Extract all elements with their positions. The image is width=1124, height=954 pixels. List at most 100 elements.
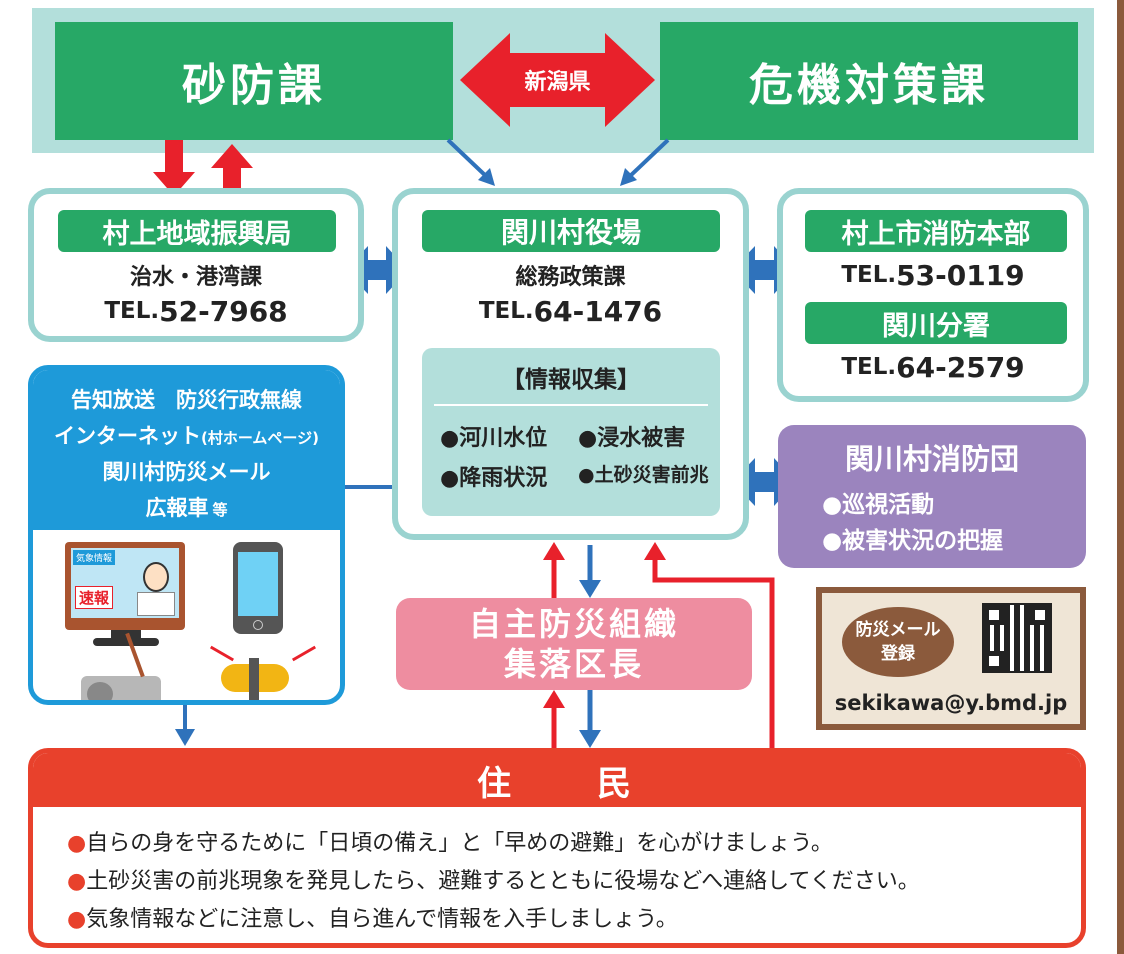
- mail-badge: 防災メール 登録: [842, 607, 954, 677]
- info-item-text: ●土砂災害前兆: [578, 464, 709, 486]
- fire-corps-box: 関川村消防団 ●巡視活動 ●被害状況の把握: [778, 425, 1086, 568]
- broadcast-line: インターネット(村ホームページ): [33, 420, 340, 450]
- tel-number: 52-7968: [159, 294, 288, 328]
- info-item: ●土砂災害前兆: [578, 460, 709, 487]
- qr-code-icon: [982, 603, 1052, 673]
- broadcast-line-text: 関川村防災メール: [102, 460, 271, 484]
- info-collection-title: 【情報収集】: [422, 362, 720, 393]
- fire-corps-title-text: 関川村消防団: [844, 442, 1019, 476]
- residents-item: ●土砂災害の前兆現象を発見したら、避難するとともに役場などへ連絡してください。: [67, 863, 920, 895]
- sekikawa-village-dept-text: 総務政策課: [515, 265, 626, 290]
- sekikawa-village-tel: TEL.64-1476: [398, 292, 743, 330]
- info-item: ●河川水位: [440, 420, 547, 452]
- blue-diagonal-arrow-right: [620, 168, 637, 186]
- broadcast-line-text: 広報車: [145, 496, 209, 520]
- sekikawa-village-box: 関川村役場 総務政策課 TEL.64-1476 【情報収集】 ●河川水位 ●浸水…: [392, 188, 749, 540]
- community-line1: 自主防災組織: [468, 605, 679, 643]
- tel-number: 64-2579: [896, 350, 1025, 384]
- residents-item: ●自らの身を守るために「日頃の備え」と「早めの避難」を心がけましょう。: [67, 825, 833, 857]
- mail-box: 防災メール 登録 sekikawa@y.bmd.jp: [816, 587, 1086, 730]
- mail-address-text[interactable]: sekikawa@y.bmd.jp: [834, 691, 1068, 715]
- niigata-ken-label: 新潟県: [510, 62, 605, 98]
- tel-prefix: TEL.: [104, 298, 160, 324]
- residents-item-text: 土砂災害の前兆現象を発見したら、避難するとともに役場などへ連絡してください。: [86, 869, 920, 894]
- residents-item: ●気象情報などに注意し、自ら進んで情報を入手しましょう。: [67, 901, 678, 933]
- red-up-arrow: [211, 144, 253, 196]
- community-line2: 集落区長: [503, 645, 644, 683]
- murakami-chiiki-dept: 治水・港湾課: [34, 260, 358, 290]
- branch-title-text: 関川分署: [882, 310, 990, 342]
- fire-hq-title-text: 村上市消防本部: [841, 218, 1031, 250]
- smartphone-icon: [233, 542, 283, 634]
- info-collection-panel: 【情報収集】 ●河川水位 ●浸水被害 ●降雨状況 ●土砂災害前兆: [422, 348, 720, 516]
- tel-number: 53-0119: [896, 258, 1025, 292]
- residents-item-text: 自らの身を守るために「日頃の備え」と「早めの避難」を心がけましょう。: [86, 831, 833, 856]
- info-item-text: ●浸水被害: [578, 426, 686, 451]
- fire-corps-item-text: ●巡視活動: [822, 492, 935, 518]
- residents-box: 住 民 ●自らの身を守るために「日頃の備え」と「早めの避難」を心がけましょう。 …: [28, 748, 1086, 948]
- broadcast-line-text: 告知放送 防災行政無線: [71, 388, 302, 412]
- page-edge-border: [1117, 0, 1124, 954]
- broadcast-line: 関川村防災メール: [33, 456, 340, 486]
- loudspeaker-icon: [221, 658, 295, 700]
- branch-tel: TEL.64-2579: [783, 348, 1083, 386]
- broadcast-line: 告知放送 防災行政無線: [33, 384, 340, 414]
- mail-badge-text: 防災メール 登録: [855, 620, 941, 664]
- sekikawa-village-title: 関川村役場: [422, 210, 720, 252]
- fire-corps-item: ●巡視活動: [822, 485, 934, 519]
- mail-address[interactable]: sekikawa@y.bmd.jp: [822, 685, 1080, 721]
- sabo-ka-box: 砂防課: [55, 22, 453, 140]
- murakami-chiiki-dept-text: 治水・港湾課: [129, 265, 262, 290]
- info-collection-title-text: 【情報収集】: [502, 367, 640, 393]
- tv-base: [93, 638, 159, 646]
- blue-diagonal-arrow-left: [478, 168, 495, 186]
- fire-corps-item: ●被害状況の把握: [822, 521, 1003, 555]
- fire-corps-item-text: ●被害状況の把握: [822, 528, 1004, 554]
- bullet-icon: ●: [67, 907, 87, 932]
- residents-item-text: 気象情報などに注意し、自ら進んで情報を入手しましょう。: [86, 907, 678, 932]
- info-item: ●浸水被害: [578, 420, 685, 452]
- info-item: ●降雨状況: [440, 460, 547, 492]
- tel-number: 64-1476: [533, 294, 663, 328]
- murakami-chiiki-title: 村上地域振興局: [58, 210, 336, 252]
- sabo-ka-label: 砂防課: [182, 60, 326, 111]
- radio-icon: [81, 676, 161, 700]
- kiki-taisaku-ka-label: 危機対策課: [749, 60, 989, 111]
- branch-title: 関川分署: [805, 302, 1067, 344]
- broadcast-line: 広報車等: [33, 492, 340, 522]
- info-divider: [434, 404, 708, 406]
- tv-weather-text: 気象情報: [76, 554, 113, 564]
- tv-weather-label: 気象情報: [73, 550, 116, 565]
- sekikawa-village-title-text: 関川村役場: [500, 216, 641, 249]
- broadcast-header: 告知放送 防災行政無線 インターネット(村ホームページ) 関川村防災メール 広報…: [33, 370, 340, 530]
- info-item-text: ●降雨状況: [440, 466, 548, 491]
- broadcast-line-text: インターネット: [54, 424, 202, 448]
- tel-prefix: TEL.: [841, 262, 897, 288]
- murakami-chiiki-title-text: 村上地域振興局: [102, 218, 292, 250]
- broadcast-line-text: (村ホームページ): [201, 429, 319, 447]
- bullet-icon: ●: [67, 831, 87, 856]
- kiki-taisaku-ka-box: 危機対策課: [660, 22, 1078, 140]
- red-down-arrow: [153, 140, 195, 196]
- sekikawa-village-dept: 総務政策課: [398, 260, 743, 290]
- residents-title-text: 住 民: [477, 763, 637, 804]
- murakami-chiiki-box: 村上地域振興局 治水・港湾課 TEL.52-7968: [28, 188, 364, 342]
- fire-corps-title: 関川村消防団: [778, 439, 1086, 476]
- bullet-icon: ●: [67, 869, 87, 894]
- tv-breaking-text: 速報: [79, 589, 110, 607]
- niigata-double-arrow: [460, 33, 655, 127]
- broadcast-line-text: 等: [212, 501, 228, 519]
- fire-hq-tel: TEL.53-0119: [783, 256, 1083, 294]
- community-box: 自主防災組織 集落区長: [396, 598, 752, 690]
- tv-breaking-label: 速報: [75, 586, 114, 609]
- broadcast-box: 告知放送 防災行政無線 インターネット(村ホームページ) 関川村防災メール 広報…: [28, 365, 345, 705]
- tv-icon: 気象情報 速報: [65, 542, 185, 630]
- residents-header: 住 民: [33, 753, 1081, 807]
- fire-hq-box: 村上市消防本部 TEL.53-0119 関川分署 TEL.64-2579: [777, 188, 1089, 402]
- niigata-ken-text: 新潟県: [524, 70, 591, 95]
- fire-hq-title: 村上市消防本部: [805, 210, 1067, 252]
- announcer-icon: [143, 562, 169, 592]
- murakami-chiiki-tel: TEL.52-7968: [34, 292, 358, 330]
- info-item-text: ●河川水位: [440, 426, 548, 451]
- tel-prefix: TEL.: [478, 298, 534, 324]
